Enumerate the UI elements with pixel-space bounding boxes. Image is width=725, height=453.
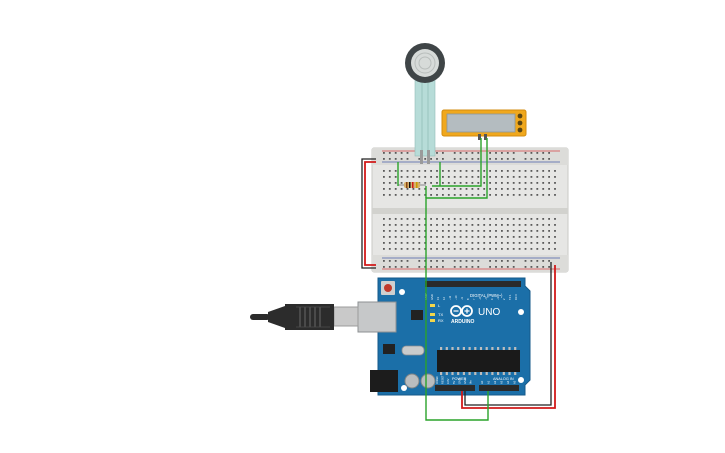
wire-black-gnd [464, 262, 552, 406]
digital-pin-label: RX 0 [514, 294, 518, 300]
power-pin-label: GND [457, 378, 461, 384]
usb-cable-icon[interactable] [250, 304, 359, 330]
analog-pin-label: A0 [480, 380, 484, 384]
mount-hole [401, 385, 407, 391]
led-label-l: L [438, 303, 441, 308]
analog-pin-label: A1 [487, 380, 491, 384]
digital-pin-label: ~6 [478, 296, 482, 300]
digital-pin-label: TX 1 [508, 294, 512, 300]
breadboard[interactable] [371, 147, 569, 273]
digital-pin-label: ~10 [454, 295, 458, 300]
breadboard-holes [383, 152, 556, 268]
power-label: POWER [452, 377, 467, 381]
power-pin-label: GND [463, 378, 467, 384]
bottom-power-rail [372, 255, 568, 272]
wire-black-left [361, 158, 376, 269]
mount-hole [399, 289, 405, 295]
mount-hole [518, 377, 524, 383]
digital-pin-label: 8 [466, 298, 470, 300]
center-channel [372, 208, 568, 214]
power-pin-label: RESET [441, 375, 445, 384]
top-power-rail [372, 148, 568, 165]
digital-label: DIGITAL (PWM~) [470, 293, 503, 298]
digital-pin-label: 4 [490, 298, 494, 300]
analog-pin-label: A2 [493, 380, 497, 384]
lcd-module-icon[interactable] [441, 109, 527, 140]
model-label: UNO [478, 307, 500, 318]
digital-pin-label: ~5 [484, 296, 488, 300]
power-pin-label: 5V [452, 381, 456, 384]
digital-header[interactable] [425, 281, 521, 287]
power-header[interactable] [435, 385, 475, 391]
power-pin-label: 3.3V [446, 378, 450, 384]
digital-pin-label: 2 [502, 298, 506, 300]
digital-pin-label: ~9 [460, 296, 464, 300]
resistor-icon[interactable] [398, 182, 426, 188]
digital-pin-label: ~11 [448, 295, 452, 300]
led-label-rx: RX [438, 318, 444, 323]
power-pin-label: IOREF [435, 376, 439, 384]
brand-label: ARDUINO [451, 319, 474, 325]
led-label-tx: TX [438, 312, 443, 317]
force-sensor-icon[interactable] [405, 43, 445, 164]
digital-pin-label: 13 [436, 297, 440, 300]
atmega-chip [437, 350, 520, 372]
usb-port [357, 301, 397, 333]
wire-red-left [364, 161, 376, 266]
power-jack [370, 370, 398, 392]
analog-pin-label: A3 [500, 380, 504, 384]
arduino-logo-icon [450, 305, 473, 317]
digital-pin-label: 7 [472, 298, 476, 300]
wire-red-5v [461, 265, 556, 409]
arduino-uno-board[interactable]: L TX RX ARDUINO UNO DIGITAL (PWM~) POWER… [357, 277, 531, 396]
digital-pin-label: ~3 [496, 296, 500, 300]
wire-green-analog [425, 138, 489, 421]
analog-pin-label: A5 [513, 380, 517, 384]
digital-pin-label: GND [430, 294, 434, 300]
analog-header[interactable] [479, 385, 519, 391]
wires [361, 138, 556, 421]
analog-label: ANALOG IN [493, 377, 514, 381]
digital-pin-label: 12 [442, 297, 446, 300]
mount-hole [518, 309, 524, 315]
power-pin-label: Vin [469, 380, 473, 384]
analog-pin-label: A4 [506, 380, 510, 384]
wire-green-lcd [432, 138, 482, 187]
